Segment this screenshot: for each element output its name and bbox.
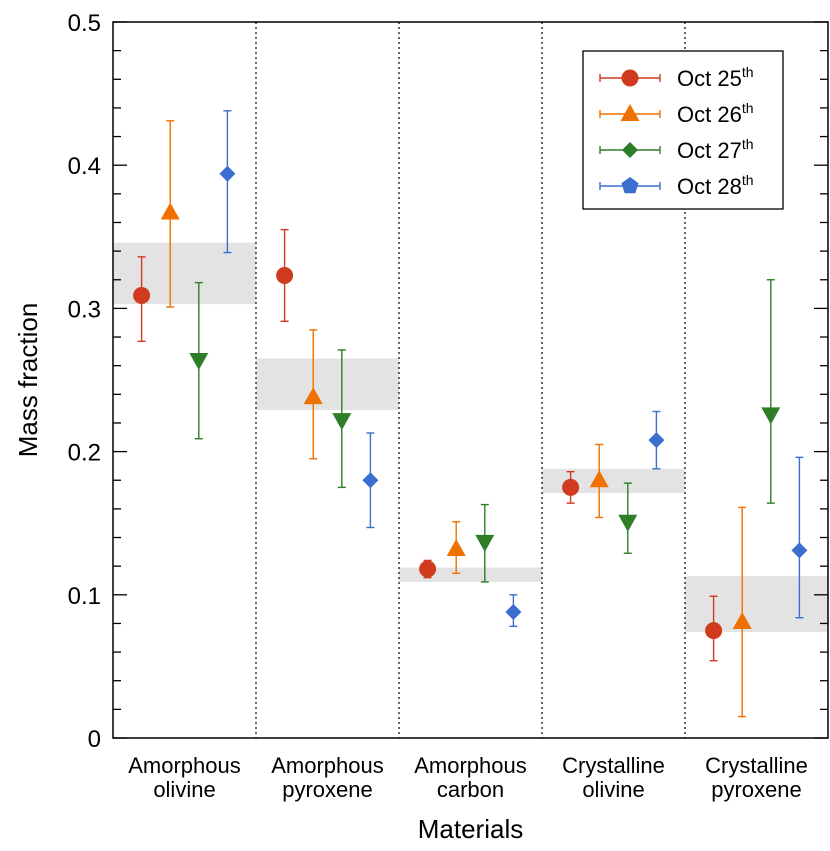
data-point: [618, 514, 638, 532]
x-axis-title: Materials: [418, 814, 523, 844]
shaded-bands: [113, 242, 828, 633]
x-category-label: Crystalline: [705, 753, 808, 778]
y-tick-label: 0: [88, 726, 101, 753]
legend-marker: [621, 69, 639, 87]
shaded-band: [256, 358, 399, 411]
x-category-label: pyroxene: [711, 777, 802, 802]
y-axis-title: Mass fraction: [13, 303, 43, 458]
data-point: [589, 470, 609, 488]
plot-frame: [112, 21, 829, 739]
legend-marker: [622, 142, 638, 158]
category-dividers: [255, 22, 686, 738]
data-point: [446, 538, 466, 556]
data-point: [705, 622, 723, 640]
data-point: [133, 287, 151, 305]
data-point: [219, 165, 236, 182]
x-category-label: Amorphous: [414, 753, 527, 778]
data-point: [276, 266, 294, 284]
legend-label-superscript: th: [742, 64, 754, 80]
data-point: [362, 472, 379, 489]
data-point: [475, 534, 495, 552]
x-category-label: olivine: [582, 777, 644, 802]
y-axis-ticks: 0 0.1 0.2 0.3 0.4 0.5: [68, 10, 828, 753]
data-point: [332, 413, 352, 431]
legend-marker: [620, 104, 640, 121]
data-point: [732, 612, 752, 630]
data-point: [791, 542, 808, 559]
y-tick-label: 0.2: [68, 440, 101, 467]
legend-label: Oct 28th: [677, 172, 754, 199]
data-point: [505, 603, 522, 620]
x-category-label: Amorphous: [271, 753, 384, 778]
legend-marker: [621, 177, 639, 194]
x-category-label: olivine: [153, 777, 215, 802]
x-category-label: Amorphous: [128, 753, 241, 778]
legend-label: Oct 26th: [677, 100, 754, 127]
data-point: [562, 478, 580, 496]
data-point: [761, 407, 781, 425]
legend-label-superscript: th: [742, 172, 754, 188]
legend-label-superscript: th: [742, 100, 754, 116]
y-tick-label: 0.1: [68, 583, 101, 610]
x-axis-category-labels: AmorphousolivineAmorphouspyroxeneAmorpho…: [128, 753, 808, 802]
y-tick-label: 0.4: [68, 153, 101, 180]
x-category-label: Crystalline: [562, 753, 665, 778]
data-point: [160, 202, 180, 220]
data-point: [303, 387, 323, 405]
legend-label: Oct 27th: [677, 136, 754, 163]
legend-label: Oct 25th: [677, 64, 754, 91]
data-point: [419, 560, 437, 578]
x-category-label: pyroxene: [282, 777, 373, 802]
data-markers: [133, 165, 808, 640]
y-tick-label: 0.5: [68, 10, 101, 37]
x-category-label: carbon: [437, 777, 504, 802]
y-tick-label: 0.3: [68, 296, 101, 323]
legend-label-superscript: th: [742, 136, 754, 152]
data-point: [648, 432, 665, 449]
data-point: [189, 352, 209, 370]
shaded-band: [685, 576, 828, 633]
